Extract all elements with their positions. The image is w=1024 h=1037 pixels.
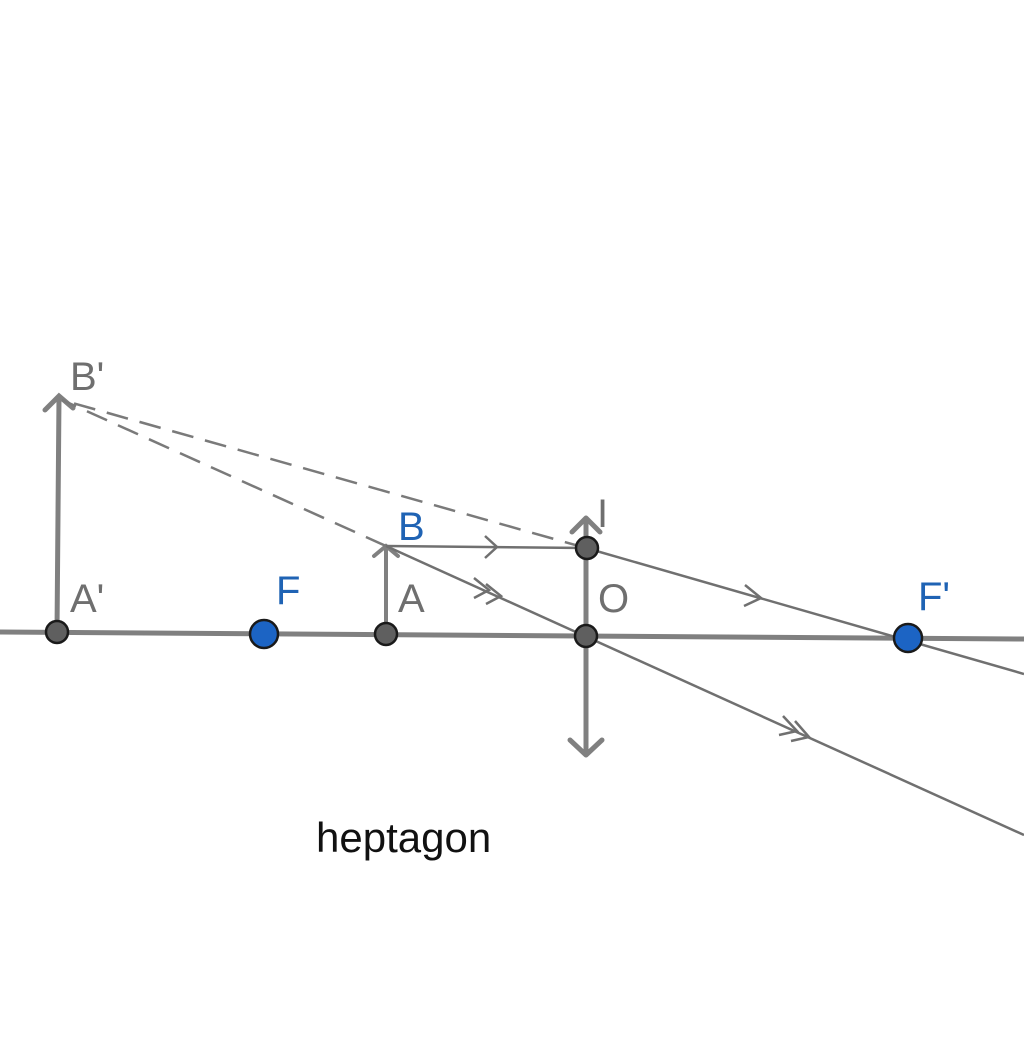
label-o: O (598, 577, 629, 621)
point-a-prime (44, 619, 70, 645)
diagram-caption: heptagon (316, 814, 491, 861)
dashed-extension-parallel (61, 398, 587, 550)
ray-refracted-through-focus (585, 546, 1024, 676)
label-f: F (276, 569, 300, 613)
light-rays (385, 544, 1024, 837)
point-o (573, 623, 599, 649)
optical-axis (0, 629, 1024, 642)
chevron-center-ray-1b (485, 583, 504, 606)
label-i: I (597, 492, 608, 536)
dashed-extension-center (61, 398, 387, 548)
label-b-prime: B' (70, 355, 104, 399)
label-f-prime: F' (918, 575, 950, 619)
ray-direction-chevrons (473, 535, 812, 743)
object-arrow (372, 543, 400, 636)
point-i (574, 535, 600, 561)
point-a (373, 621, 399, 647)
label-a-prime: A' (70, 577, 104, 621)
chevron-center-ray-2b (790, 720, 812, 743)
chevron-refracted-ray (743, 584, 764, 608)
point-focus-f-prime (892, 622, 924, 654)
ray-through-center (385, 544, 1024, 837)
virtual-ray-extensions (61, 398, 587, 550)
ray-parallel-incident (385, 544, 587, 550)
label-b: B (398, 505, 425, 549)
label-a: A (398, 577, 425, 621)
chevron-center-ray-1a (473, 577, 492, 600)
chevron-parallel-ray (484, 535, 499, 559)
image-shaft (54, 394, 62, 635)
image-arrow (42, 392, 76, 635)
points (44, 535, 924, 654)
lens-bottom-arrowhead (567, 737, 605, 758)
lens-top-arrowhead (569, 515, 603, 535)
point-focus-f (248, 618, 280, 650)
chevron-center-ray-2a (778, 715, 800, 737)
